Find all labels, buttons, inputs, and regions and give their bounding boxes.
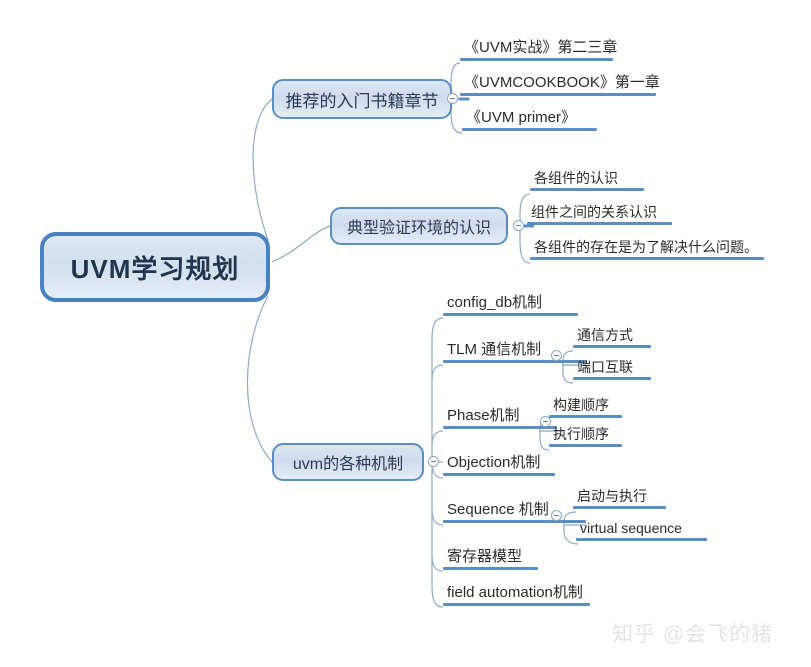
leaf-register-model-label: 寄存器模型 xyxy=(447,548,523,565)
leaf-underline xyxy=(460,93,656,96)
leaf-component-understanding-label: 各组件的认识 xyxy=(534,170,618,186)
collapse-toggle-phase[interactable] xyxy=(540,416,551,427)
leaf-build-order[interactable]: 构建顺序 xyxy=(549,398,622,418)
leaf-port-connect-label: 端口互联 xyxy=(577,359,633,375)
leaf-uvm-practice-label: 《UVM实战》第二三章 xyxy=(464,39,618,56)
edge-tlm-c2 xyxy=(562,365,574,384)
leaf-port-connect[interactable]: 端口互联 xyxy=(573,360,651,380)
collapse-toggle-env[interactable] xyxy=(513,220,524,231)
edge-phase-c2 xyxy=(539,431,550,451)
leaf-component-understanding[interactable]: 各组件的认识 xyxy=(530,171,644,191)
edge-mech-spine-down xyxy=(431,462,444,608)
leaf-underline xyxy=(462,128,597,131)
leaf-underline xyxy=(530,257,764,260)
collapse-toggle-mechanisms[interactable] xyxy=(428,456,439,467)
leaf-config-db-label: config_db机制 xyxy=(447,294,543,311)
branch-node-mechanisms[interactable]: uvm的各种机制 xyxy=(272,443,424,481)
leaf-config-db[interactable]: config_db机制 xyxy=(443,295,578,316)
leaf-field-automation[interactable]: field automation机制 xyxy=(443,585,590,606)
leaf-underline xyxy=(443,567,538,570)
leaf-tlm[interactable]: TLM 通信机制 xyxy=(443,342,586,363)
leaf-underline xyxy=(573,506,666,509)
leaf-underline xyxy=(530,188,644,191)
edge-env-c3 xyxy=(519,226,531,264)
leaf-underline xyxy=(460,58,613,61)
leaf-virtual-sequence[interactable]: virtual sequence xyxy=(576,521,707,541)
leaf-component-purpose-label: 各组件的存在是为了解决什么问题。 xyxy=(534,239,758,255)
edge-mech-reg xyxy=(431,555,444,572)
leaf-underline xyxy=(527,222,672,225)
collapse-toggle-tlm[interactable] xyxy=(551,350,562,361)
leaf-objection-label: Objection机制 xyxy=(447,454,541,471)
leaf-virtual-sequence-label: virtual sequence xyxy=(580,520,682,536)
leaf-component-relations-label: 组件之间的关系认识 xyxy=(531,204,657,220)
edge-mech-seq xyxy=(431,509,444,526)
leaf-register-model[interactable]: 寄存器模型 xyxy=(443,549,538,570)
edge-mech-phase xyxy=(431,430,444,447)
edge-root-mech xyxy=(246,295,273,463)
branch-node-mechanisms-label: uvm的各种机制 xyxy=(292,456,404,473)
root-node[interactable]: UVM学习规划 xyxy=(40,232,270,302)
leaf-uvm-cookbook-label: 《UVMCOOKBOOK》第一章 xyxy=(464,74,660,91)
leaf-underline xyxy=(573,377,651,380)
branch-node-env-label: 典型验证环境的认识 xyxy=(346,220,491,237)
leaf-comm-method[interactable]: 通信方式 xyxy=(573,328,651,348)
leaf-build-order-label: 构建顺序 xyxy=(553,397,609,413)
leaf-comm-method-label: 通信方式 xyxy=(577,327,633,343)
branch-node-books[interactable]: 推荐的入门书籍章节 xyxy=(272,79,452,119)
edge-root-books xyxy=(252,98,273,241)
leaf-underline xyxy=(576,538,707,541)
leaf-tlm-label: TLM 通信机制 xyxy=(447,341,542,358)
leaf-uvm-cookbook[interactable]: 《UVMCOOKBOOK》第一章 xyxy=(460,75,662,96)
collapse-toggle-sequence[interactable] xyxy=(551,510,562,521)
edge-mech-spine-up xyxy=(431,317,444,462)
leaf-component-relations[interactable]: 组件之间的关系认识 xyxy=(527,205,672,225)
edge-mech-tlm xyxy=(431,364,444,381)
branch-node-env[interactable]: 典型验证环境的认识 xyxy=(330,207,508,245)
leaf-uvm-primer[interactable]: 《UVM primer》 xyxy=(462,110,597,131)
leaf-underline xyxy=(549,444,622,447)
leaf-underline xyxy=(443,473,555,476)
leaf-objection[interactable]: Objection机制 xyxy=(443,455,555,476)
leaf-exec-order-label: 执行顺序 xyxy=(553,426,609,442)
root-node-label: UVM学习规划 xyxy=(70,253,240,284)
leaf-component-purpose[interactable]: 各组件的存在是为了解决什么问题。 xyxy=(530,240,764,260)
leaf-start-exec[interactable]: 启动与执行 xyxy=(573,489,666,509)
leaf-underline xyxy=(443,426,557,429)
leaf-start-exec-label: 启动与执行 xyxy=(577,488,647,504)
leaf-exec-order[interactable]: 执行顺序 xyxy=(549,427,622,447)
collapse-toggle-books[interactable] xyxy=(447,93,458,104)
leaf-underline xyxy=(549,415,622,418)
leaf-sequence-label: Sequence 机制 xyxy=(447,501,549,518)
leaf-underline xyxy=(443,360,586,363)
leaf-underline xyxy=(443,313,578,316)
leaf-uvm-practice[interactable]: 《UVM实战》第二三章 xyxy=(460,40,619,61)
leaf-sequence[interactable]: Sequence 机制 xyxy=(443,502,586,523)
leaf-underline xyxy=(573,345,651,348)
edge-books-c3 xyxy=(450,99,463,134)
edge-root-env xyxy=(271,225,331,263)
leaf-phase[interactable]: Phase机制 xyxy=(443,408,557,429)
watermark: 知乎 @会飞的猪 xyxy=(612,623,774,646)
leaf-underline xyxy=(443,520,586,523)
branch-node-books-label: 推荐的入门书籍章节 xyxy=(285,91,439,111)
leaf-field-automation-label: field automation机制 xyxy=(447,584,583,601)
leaf-uvm-primer-label: 《UVM primer》 xyxy=(466,109,577,126)
leaf-phase-label: Phase机制 xyxy=(447,407,520,424)
leaf-underline xyxy=(443,603,590,606)
